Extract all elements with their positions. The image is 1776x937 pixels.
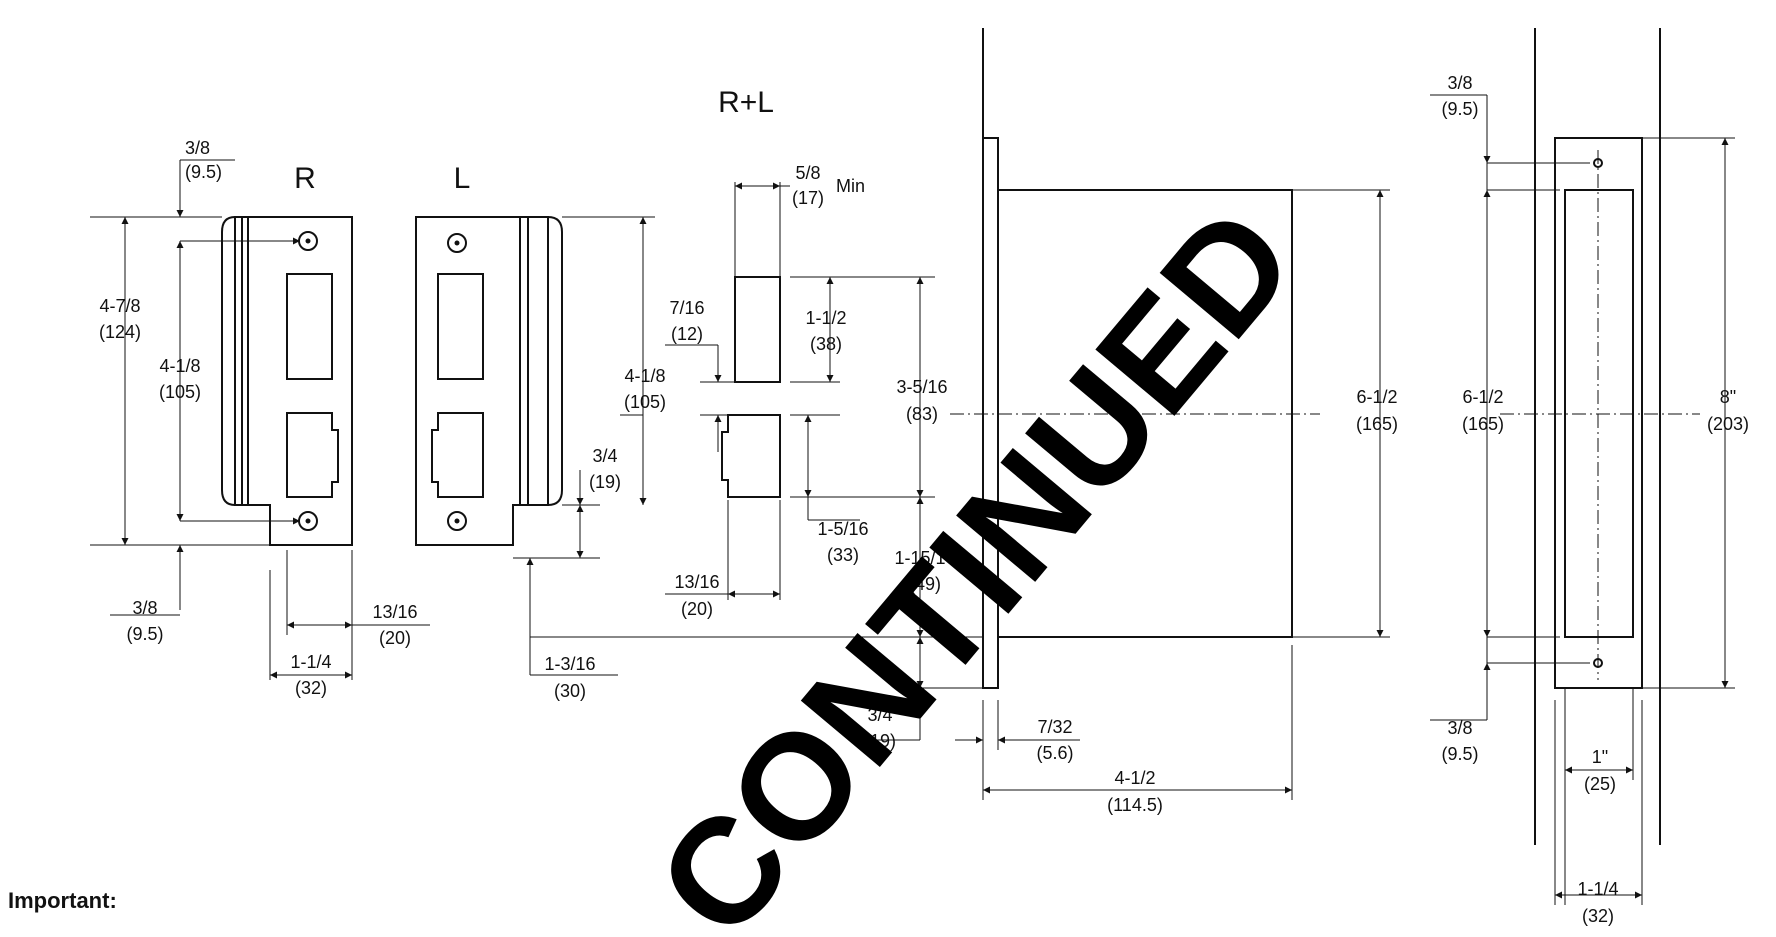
- dim-plate-metric: (5.6): [1036, 743, 1073, 763]
- dim-rl-lower-metric: (33): [827, 545, 859, 565]
- dimension-labels: 3/8 (9.5) 4-7/8 (124) 4-1/8 (105) 3/8 (9…: [99, 73, 1749, 926]
- dim-r-height-fraction: 4-7/8: [99, 296, 140, 316]
- dim-l-holes-fraction: 4-1/8: [624, 366, 665, 386]
- dim-rl-gap-fraction: 7/16: [669, 298, 704, 318]
- dim-l-holes-metric: (105): [624, 392, 666, 412]
- dim-face-outerw-metric: (32): [1582, 906, 1614, 926]
- latch-opening-upper: [286, 273, 333, 380]
- dim-r-holes-metric: (105): [159, 382, 201, 402]
- dim-rl-gap-metric: (12): [671, 324, 703, 344]
- dim-r-width20-metric: (20): [379, 628, 411, 648]
- latch-opening-lower: [431, 412, 484, 498]
- dim-body-depth-metric: (114.5): [1107, 795, 1163, 815]
- dim-plate-fraction: 7/32: [1037, 717, 1072, 737]
- discontinued-watermark: CONTINUED: [625, 177, 1327, 937]
- dim-face-height-fraction: 8": [1720, 387, 1736, 407]
- important-heading: Important:: [8, 888, 117, 913]
- dim-body-height-fraction: 6-1/2: [1356, 387, 1397, 407]
- dim-r-bottom-metric: (9.5): [126, 624, 163, 644]
- cutout-r-and-l-view: R+L: [718, 86, 781, 498]
- strike-plate-lip: [221, 216, 236, 506]
- view-label-both: R+L: [718, 86, 774, 119]
- dim-face-height-metric: (203): [1707, 414, 1749, 434]
- dim-l-lip-fraction: 3/4: [592, 446, 617, 466]
- dim-rl-min: Min: [836, 176, 865, 196]
- lock-body-side-view: [950, 28, 1320, 689]
- dim-r-top-fraction: 3/8: [185, 138, 210, 158]
- dim-rl-total-fraction: 3-5/16: [896, 377, 947, 397]
- dim-rl-latch-fraction: 1-1/2: [805, 308, 846, 328]
- latch-cutout-upper: [734, 276, 781, 383]
- dim-rl-tobottom-fraction: 1-15/16: [894, 548, 955, 568]
- dim-r-holes-fraction: 4-1/8: [159, 356, 200, 376]
- dim-r-width32-metric: (32): [295, 678, 327, 698]
- dim-face-bottom-metric: (9.5): [1441, 744, 1478, 764]
- screw-hole-bottom: [447, 511, 467, 531]
- view-label-right: R: [294, 162, 316, 195]
- dim-face-bottom-fraction: 3/8: [1447, 718, 1472, 738]
- strike-plate-left-view: L: [415, 162, 563, 546]
- dim-r-top-metric: (9.5): [185, 162, 222, 182]
- dim-rl-total-metric: (83): [906, 404, 938, 424]
- dim-rl-bottom-metric: (19): [864, 731, 896, 751]
- dim-face-spacing-metric: (165): [1462, 414, 1504, 434]
- screw-hole-top: [447, 233, 467, 253]
- dim-face-innerw-fraction: 1": [1592, 747, 1608, 767]
- dim-r-height-metric: (124): [99, 322, 141, 342]
- dim-rl-lowerw-fraction: 13/16: [674, 572, 719, 592]
- dim-r-width20-fraction: 13/16: [372, 602, 417, 622]
- latch-opening-upper: [437, 273, 484, 380]
- dim-face-top-metric: (9.5): [1441, 99, 1478, 119]
- dim-r-width32-fraction: 1-1/4: [290, 652, 331, 672]
- dim-face-spacing-fraction: 6-1/2: [1462, 387, 1503, 407]
- faceplate-outline: [1554, 137, 1643, 689]
- dim-rl-width-fraction: 5/8: [795, 163, 820, 183]
- dim-rl-width-metric: (17): [792, 188, 824, 208]
- dim-r-bottom-fraction: 3/8: [132, 598, 157, 618]
- latch-cutout-lower: [721, 414, 781, 498]
- dim-l-offset-fraction: 1-3/16: [544, 654, 595, 674]
- strike-plate-lip: [547, 216, 563, 506]
- dim-rl-latch-metric: (38): [810, 334, 842, 354]
- dim-rl-lowerw-metric: (20): [681, 599, 713, 619]
- dim-l-lip-metric: (19): [589, 472, 621, 492]
- screw-hole-bottom: [1593, 658, 1603, 668]
- latch-opening-lower: [286, 412, 339, 498]
- strike-plate-right-view: R: [221, 162, 353, 546]
- strike-plate-outline: [234, 216, 353, 546]
- dim-body-depth-fraction: 4-1/2: [1114, 768, 1155, 788]
- dim-rl-tobottom-metric: (49): [909, 574, 941, 594]
- faceplate-front-view: [1500, 28, 1700, 845]
- dim-rl-lower-fraction: 1-5/16: [817, 519, 868, 539]
- dim-face-outerw-fraction: 1-1/4: [1577, 879, 1618, 899]
- screw-hole-top: [1593, 158, 1603, 168]
- dim-body-height-metric: (165): [1356, 414, 1398, 434]
- dim-face-top-fraction: 3/8: [1447, 73, 1472, 93]
- dim-rl-bottom-fraction: 3/4: [867, 705, 892, 725]
- view-label-left: L: [454, 162, 471, 195]
- dimension-lines: [90, 94, 1735, 905]
- dim-l-offset-metric: (30): [554, 681, 586, 701]
- dim-face-innerw-metric: (25): [1584, 774, 1616, 794]
